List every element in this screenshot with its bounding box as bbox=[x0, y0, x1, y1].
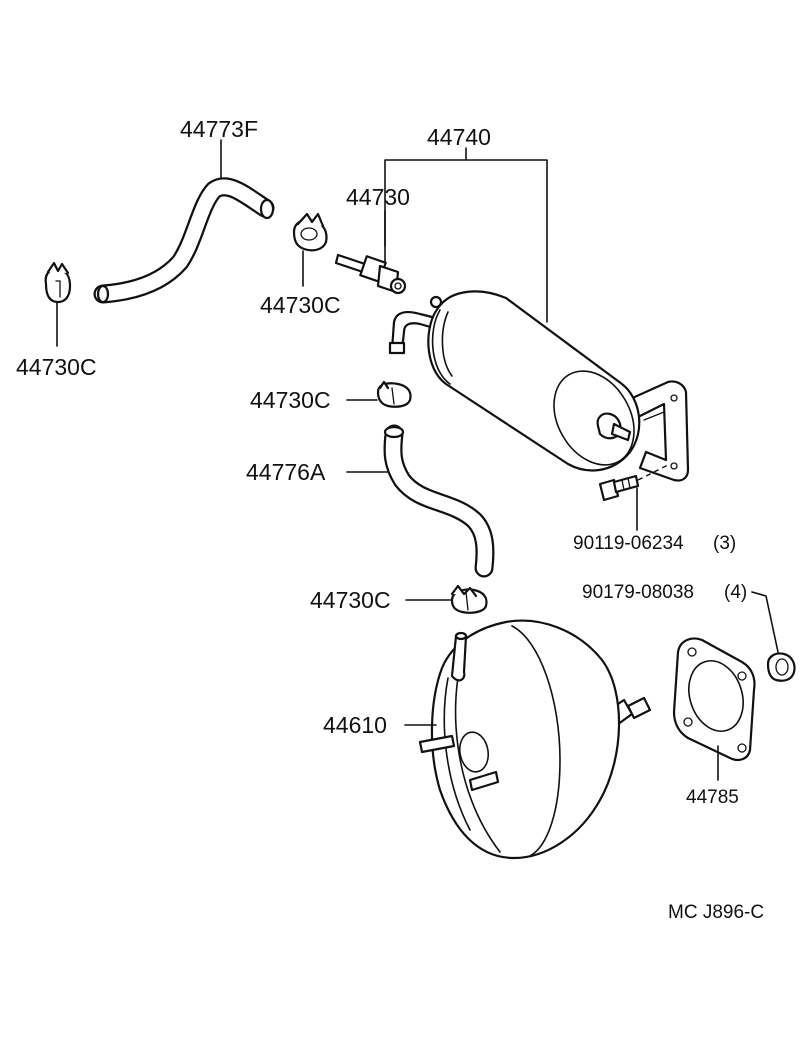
label-gasket: 44785 bbox=[686, 787, 739, 808]
label-clip-left: 44730C bbox=[16, 354, 97, 380]
label-44730: 44730 bbox=[346, 184, 410, 210]
clip-middle[interactable] bbox=[376, 380, 412, 408]
label-44610: 44610 bbox=[323, 712, 387, 738]
clip-upper[interactable] bbox=[292, 212, 328, 252]
nut-90179-08038[interactable] bbox=[766, 652, 796, 682]
gasket-44785[interactable] bbox=[672, 637, 756, 761]
hose-44773f[interactable] bbox=[93, 177, 275, 304]
hose-44776a[interactable] bbox=[383, 424, 495, 578]
label-bolt-qty: (3) bbox=[713, 533, 736, 554]
bolt-90119-06234[interactable] bbox=[598, 474, 640, 502]
label-bolt: 90119-06234 bbox=[573, 533, 684, 554]
label-clip-middle: 44730C bbox=[250, 387, 331, 413]
leader-44740 bbox=[384, 147, 548, 323]
label-nut: 90179-08038 bbox=[582, 582, 694, 603]
label-clip-upper: 44730C bbox=[260, 292, 341, 318]
clip-left[interactable] bbox=[44, 261, 72, 304]
drawing-code: MC J896-C bbox=[668, 902, 764, 923]
label-44776a: 44776A bbox=[246, 459, 326, 485]
brake-booster-44610[interactable] bbox=[418, 619, 652, 860]
leader-nut bbox=[751, 591, 779, 653]
label-44740: 44740 bbox=[427, 124, 491, 150]
label-clip-lower: 44730C bbox=[310, 587, 391, 613]
check-valve-44730[interactable] bbox=[334, 253, 407, 295]
bolt-alignment bbox=[629, 463, 671, 485]
vacuum-tank-44740[interactable] bbox=[388, 290, 690, 482]
label-44773f: 44773F bbox=[180, 116, 258, 142]
clip-lower[interactable] bbox=[450, 584, 488, 614]
label-nut-qty: (4) bbox=[724, 582, 747, 603]
